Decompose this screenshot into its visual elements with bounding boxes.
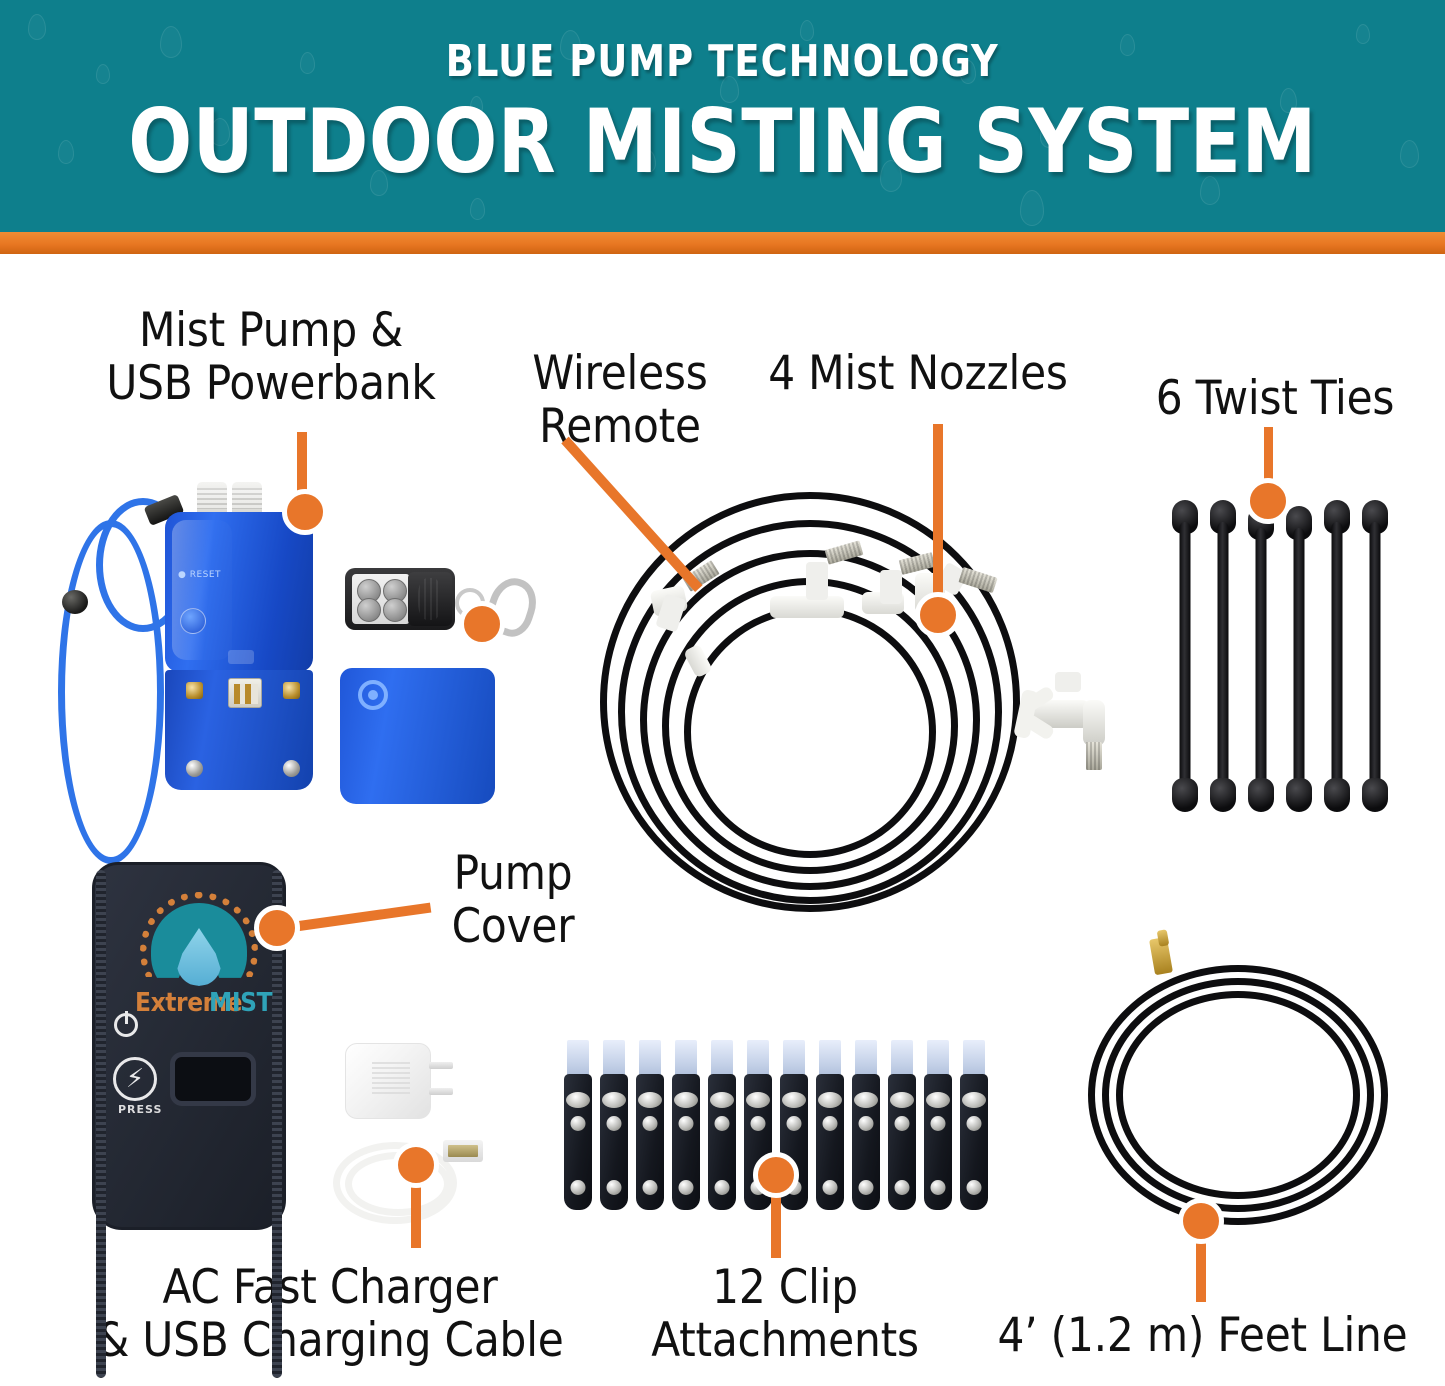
twist-tie — [1362, 500, 1388, 812]
pump-port-left — [197, 482, 227, 516]
cover-press-label: PRESS — [118, 1103, 163, 1116]
twist-tie — [1286, 506, 1312, 812]
clip-attachment — [852, 1040, 880, 1218]
leader-line-feet — [1196, 1236, 1206, 1302]
hose-coil-inner — [684, 606, 936, 858]
header-eyebrow: BLUE PUMP TECHNOLOGY — [446, 36, 999, 87]
clip-attachment — [888, 1040, 916, 1218]
hose-coil-2 — [618, 520, 1002, 904]
pump-cover-seam-left — [96, 870, 106, 1378]
callout-dot-remote[interactable] — [459, 601, 505, 647]
logo-brand-part1: Extreme — [135, 988, 243, 1018]
pump-screw-br — [283, 760, 300, 777]
usb-cable-coil — [333, 1142, 457, 1224]
pump-screw-tl — [186, 682, 203, 699]
callout-dot-twist-ties[interactable] — [1245, 478, 1291, 524]
pump-power-button[interactable] — [180, 608, 206, 634]
hose-coil-3 — [640, 550, 980, 890]
header-title: OUTDOOR MISTING SYSTEM — [128, 90, 1317, 193]
feed-line-coil-2 — [1102, 978, 1374, 1212]
adapter-prong-bottom — [429, 1088, 453, 1095]
header-accent-bar — [0, 232, 1445, 254]
cover-power-icon — [114, 1011, 138, 1037]
spigot-outlet — [1083, 700, 1105, 746]
leader-line-pump — [297, 432, 307, 502]
leader-line-nozzles — [933, 424, 943, 614]
hose-elbow-2 — [806, 562, 828, 600]
adapter-prong-top — [429, 1062, 453, 1069]
clip-attachment — [816, 1040, 844, 1218]
strap-bead — [62, 590, 88, 614]
lid-power-icon — [358, 680, 388, 710]
callout-dot-nozzles[interactable] — [915, 592, 961, 638]
logo-brand-part2: MIST — [209, 988, 273, 1018]
twist-tie — [1248, 506, 1274, 812]
callout-dot-clips[interactable] — [753, 1152, 799, 1198]
callout-dot-feet-line[interactable] — [1178, 1198, 1224, 1244]
spigot-threaded-tip — [1086, 742, 1102, 770]
pump-screw-bl — [186, 760, 203, 777]
feed-line-brass-tip — [1156, 929, 1170, 947]
twist-tie — [1324, 500, 1350, 812]
twist-tie — [1210, 500, 1236, 812]
cover-button-window[interactable] — [170, 1052, 256, 1106]
pump-reset-label: ● RESET — [178, 570, 222, 580]
spigot-collar — [1055, 672, 1081, 692]
pump-cover-seam-right — [272, 870, 282, 1378]
clip-attachment — [960, 1040, 988, 1218]
cover-lightning-icon: ⚡ — [113, 1057, 157, 1101]
remote-button-down[interactable] — [357, 598, 381, 622]
callout-dot-pump-cover[interactable] — [254, 905, 300, 951]
feed-line-coil-3 — [1116, 991, 1360, 1199]
clip-attachment — [924, 1040, 952, 1218]
usb-a-connector — [443, 1140, 483, 1162]
callout-dot-pump[interactable] — [282, 489, 328, 535]
clip-attachment — [564, 1040, 592, 1218]
adapter-printed-text — [372, 1062, 410, 1096]
feed-line-coil-outer — [1088, 965, 1388, 1225]
clip-attachment — [600, 1040, 628, 1218]
label-mist-nozzles: 4 Mist Nozzles — [768, 346, 1068, 401]
callout-dot-charger[interactable] — [393, 1142, 439, 1188]
clip-attachment — [708, 1040, 736, 1218]
header-banner: BLUE PUMP TECHNOLOGY OUTDOOR MISTING SYS… — [0, 0, 1445, 232]
clip-attachment — [636, 1040, 664, 1218]
pump-port-right — [232, 482, 262, 516]
pump-body — [165, 512, 313, 672]
pump-contacts — [228, 678, 262, 708]
clip-attachment — [672, 1040, 700, 1218]
label-twist-ties: 6 Twist Ties — [1155, 371, 1395, 426]
leader-line-charger — [411, 1180, 421, 1248]
pump-latch — [228, 650, 254, 664]
leader-line-twist-ties — [1264, 427, 1273, 492]
water-droplet-texture — [0, 0, 1445, 232]
label-pump-cover: Pump Cover — [451, 846, 575, 954]
label-clip-attachments: 12 Clip Attachments — [651, 1260, 919, 1368]
twist-tie — [1172, 500, 1198, 812]
hose-coil-outer — [600, 492, 1020, 912]
pump-body-sheen — [172, 520, 232, 660]
hose-tee-fitting-2 — [770, 596, 844, 618]
remote-grip — [408, 572, 452, 626]
label-mist-pump: Mist Pump & USB Powerbank — [106, 303, 436, 411]
label-ac-charger: AC Fast Charger & USB Charging Cable — [96, 1260, 564, 1368]
leader-line-clips — [771, 1192, 781, 1258]
leader-line-remote — [561, 436, 703, 592]
hose-elbow-3 — [880, 570, 902, 604]
label-feet-line: 4’ (1.2 m) Feet Line — [997, 1308, 1408, 1363]
remote-button-b[interactable] — [383, 598, 407, 622]
pump-screw-tr — [283, 682, 300, 699]
